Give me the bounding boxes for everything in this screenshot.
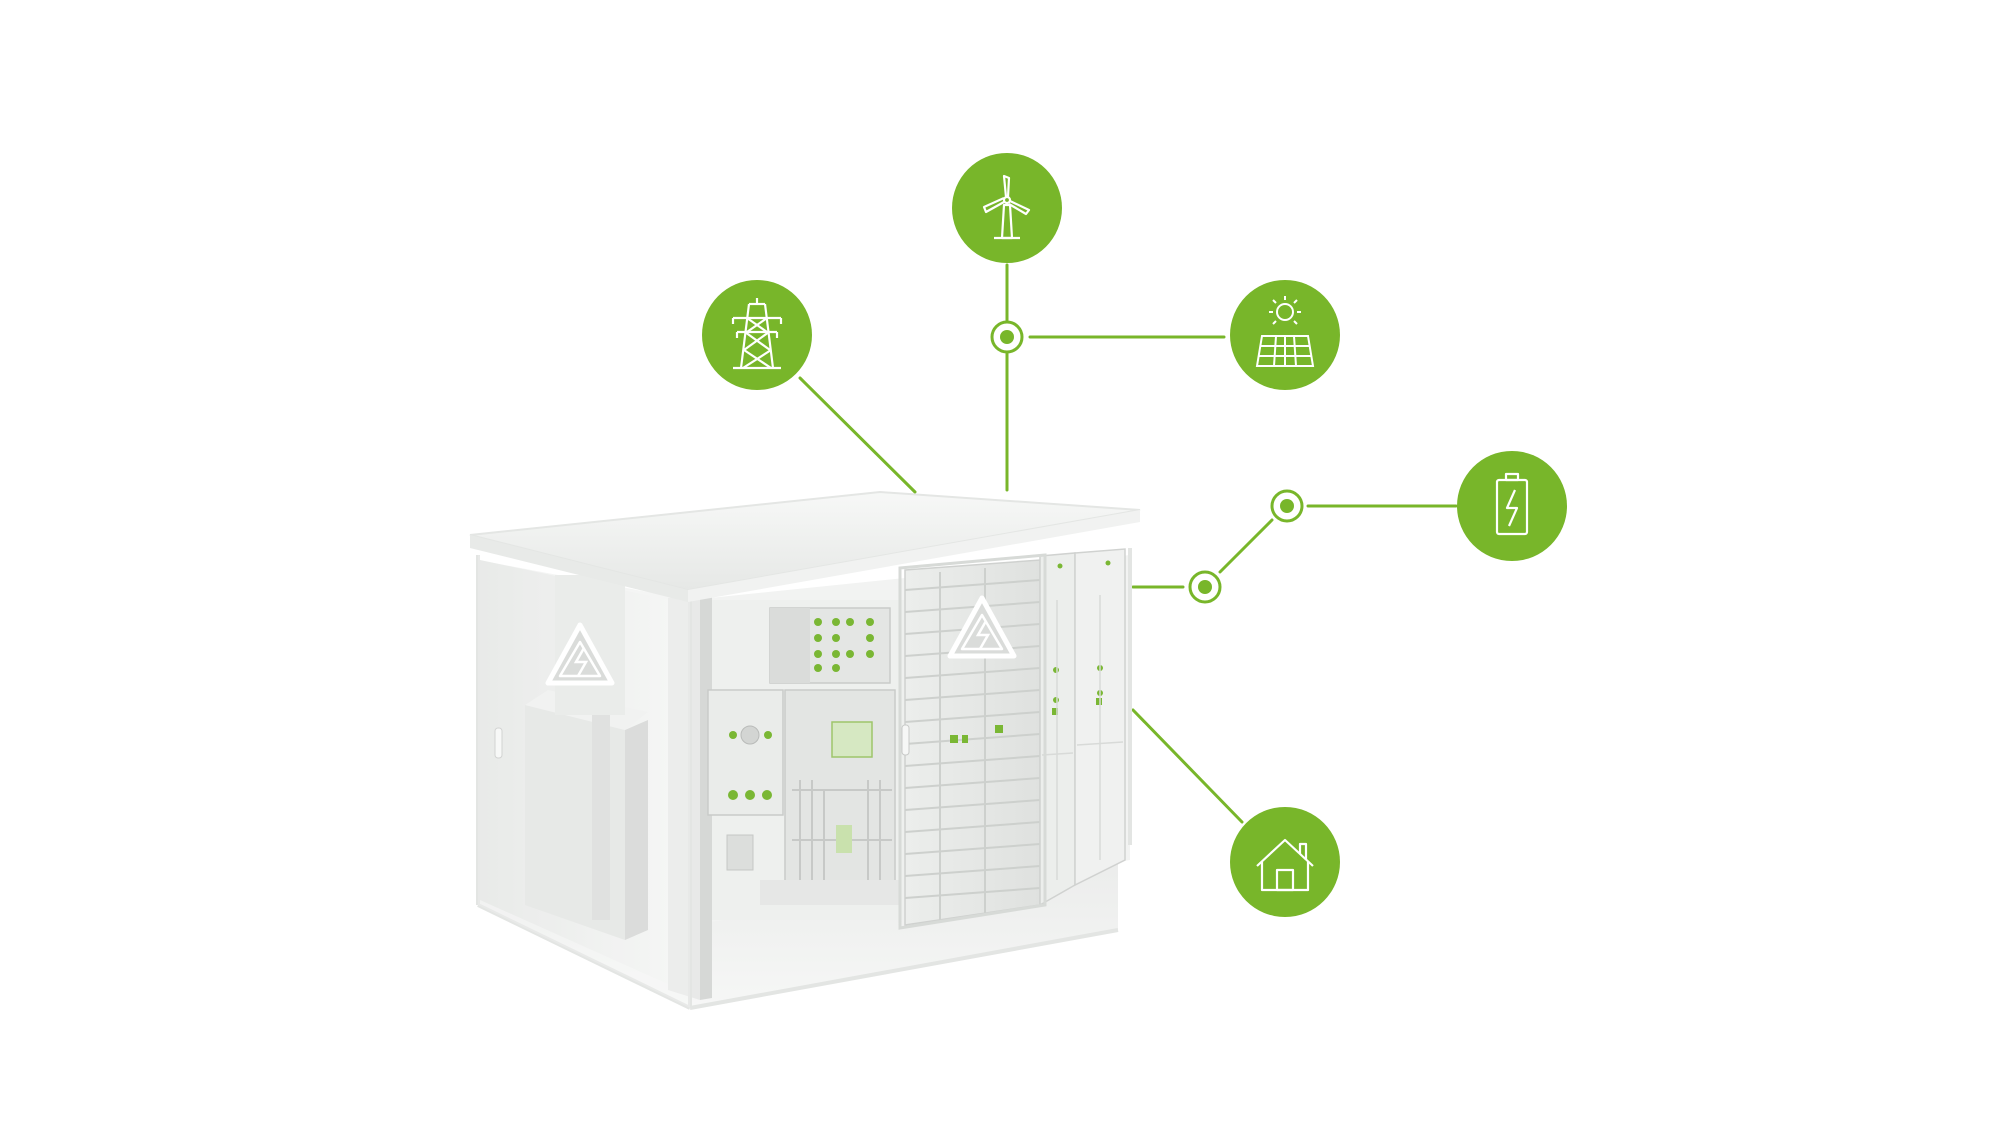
connector-lines: [798, 263, 1458, 824]
house-icon: [1256, 838, 1314, 892]
container-door-frame: [898, 553, 1047, 930]
storage-diagonal-connector: [1218, 518, 1274, 574]
battery-storage-container: [469, 490, 1141, 1010]
control-box-upper-side: [770, 608, 810, 683]
plc-display: [831, 721, 873, 758]
plc-wiring: [792, 780, 892, 880]
indicator-lights: [728, 618, 874, 800]
high-voltage-warning-icon: [947, 595, 1017, 659]
solar-node: [1230, 280, 1340, 390]
container-roof-edge: [470, 535, 688, 602]
plc-module: [836, 825, 852, 853]
junction-points: [990, 320, 1304, 604]
battery-icon: [1495, 472, 1529, 536]
battery-rack-shelves: [904, 568, 1041, 920]
high-voltage-warning-icon: [545, 622, 615, 686]
storage-junction-upper: [1270, 489, 1304, 523]
container-front-glass: [478, 555, 690, 1008]
house-node: [1230, 807, 1340, 917]
wind-turbine-icon: [982, 174, 1031, 240]
house-connector: [1131, 708, 1244, 824]
transformer-block-side: [625, 720, 648, 940]
solar-panel-icon: [1255, 296, 1315, 367]
container-roof-edge-right: [688, 510, 1140, 602]
renewable-junction: [990, 320, 1024, 354]
grid-connector: [798, 376, 917, 494]
storage-junction-lower: [1188, 570, 1222, 604]
right-cabinet-lines: [1041, 595, 1124, 880]
control-knob: [740, 725, 760, 745]
container-frame: [476, 548, 1132, 1010]
power-pylon-icon: [731, 298, 783, 370]
switchgear-plinth: [760, 880, 900, 905]
wind-node: [952, 153, 1062, 263]
grid-node: [702, 280, 812, 390]
battery-rack-indicators: [950, 725, 1003, 743]
battery-node: [1457, 451, 1567, 561]
door-handle: [901, 724, 910, 756]
junction-box-small: [726, 834, 754, 871]
left-door-handle: [494, 727, 503, 759]
